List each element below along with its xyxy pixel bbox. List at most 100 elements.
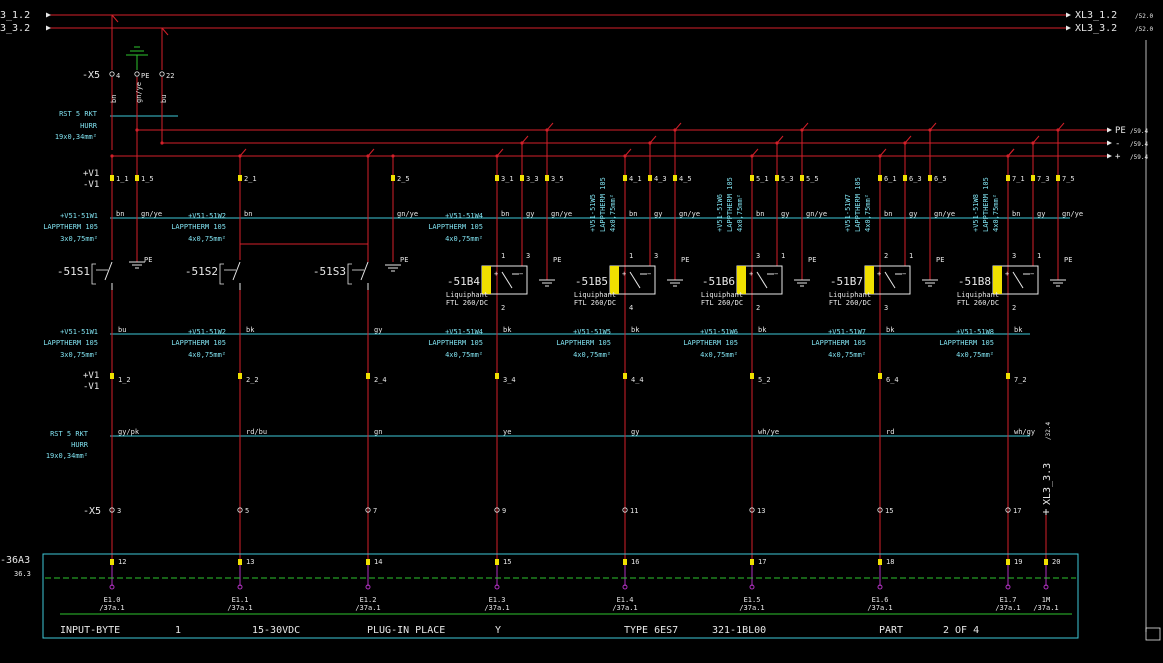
pe-label: PE (808, 256, 816, 264)
footer-input-byte-value: 1 (175, 625, 181, 636)
cable-size: 3x0,75mm² (60, 235, 98, 243)
level-sensor-icon (610, 266, 619, 294)
plc-terminal-label: 20 (1052, 558, 1060, 566)
junction-dot (1031, 141, 1035, 145)
v1-bottom-terminal (238, 373, 242, 379)
rst-core-color: gy (631, 428, 639, 436)
cable-size: 4x0,75mm² (188, 235, 226, 243)
v1-top-terminal-label: 7_5 (1062, 175, 1075, 183)
x5-wire-color: bn (110, 95, 118, 103)
core-color: gn/ye (1062, 210, 1083, 218)
plc-terminal-label: 12 (118, 558, 126, 566)
core-color: gn/ye (397, 210, 418, 218)
plc-address: E1.5 (744, 596, 761, 604)
junction-dot (495, 154, 499, 158)
v1-top-terminal (903, 175, 907, 181)
sensor-contact (501, 271, 513, 289)
level-sensor-icon (482, 266, 491, 294)
v1-top-terminal-label: 7_3 (1037, 175, 1050, 183)
supply-label: + (1115, 152, 1121, 162)
device-pin: 2 (1012, 304, 1016, 312)
rst-cable-sub: HURR (71, 441, 89, 449)
v1-bottom-terminal-label: 3_4 (503, 376, 516, 384)
plc-pin-icon (622, 584, 628, 590)
v1-bottom-terminal (878, 373, 882, 379)
xl-vertical-label: XL3_3.3 (1042, 463, 1053, 505)
v1-top-terminal-label: 5_3 (781, 175, 794, 183)
v1-bottom-terminal (366, 373, 370, 379)
pe-label: PE (936, 256, 944, 264)
xl-vertical-ref: /32.4 (1045, 422, 1052, 440)
device-pin: 4 (629, 304, 633, 312)
plc-terminal-label: 19 (1014, 558, 1022, 566)
cable-type: LAPPTHERM 105 (43, 339, 98, 347)
junction-dot (673, 128, 677, 132)
v1-top-terminal-label: 4_1 (629, 175, 642, 183)
cable-type: LAPPTHERM 105 (854, 177, 862, 232)
rst-core-color: wh/ye (758, 428, 779, 436)
v1-top-terminal-label: 1_1 (116, 175, 129, 183)
plc-address: E1.1 (232, 596, 249, 604)
v1-bottom-terminal (110, 373, 114, 379)
plc-address-ref: /37a.1 (995, 604, 1020, 612)
x5-terminal (159, 71, 165, 77)
supply-label: PE (1115, 126, 1126, 136)
plc-terminal-label: 18 (886, 558, 894, 566)
core-color: gn/ye (806, 210, 827, 218)
v1-bottom-terminal-label: 7_2 (1014, 376, 1027, 384)
v1-top-terminal (878, 175, 882, 181)
device-pin: 2 (501, 304, 505, 312)
rst-core-color: rd/bu (246, 428, 267, 436)
junction-dot (520, 141, 524, 145)
supply-ref: /59.4 (1130, 154, 1148, 161)
device-tag: -51S1 (57, 265, 90, 278)
sensor-type-label: FTL 260/DC (957, 299, 999, 307)
switch-contact-icon (360, 261, 369, 281)
plc-pin-icon (365, 584, 371, 590)
x5-bottom-terminal-label: 5 (245, 507, 249, 515)
sensor-type-label: FTL 260/DC (829, 299, 871, 307)
core-color: bn (116, 210, 124, 218)
device-pin: 1 (1037, 252, 1041, 260)
cable-type: LAPPTHERM 105 (982, 177, 990, 232)
rst-cable-size: 19x0,34mm² (46, 452, 88, 460)
cable-name: +V51-51W2 (188, 212, 226, 220)
core-color: gn/ye (934, 210, 955, 218)
cable-type: LAPPTHERM 105 (428, 223, 483, 231)
v1-tag-plus: +V1 (83, 169, 99, 179)
footer-place-label: PLUG-IN PLACE (367, 625, 445, 636)
plc-pin-icon (877, 584, 883, 590)
footer-part-label: PART (879, 625, 903, 636)
cable-layer (110, 115, 1070, 437)
x5-bottom-terminal (365, 507, 371, 513)
cable-type: LAPPTHERM 105 (171, 339, 226, 347)
plc-terminal-label: 16 (631, 558, 639, 566)
sensor-plus: + (877, 270, 881, 278)
cable-name: +V51-51W1 (60, 212, 98, 220)
plc-address: E1.3 (489, 596, 506, 604)
footer-voltage: 15-30VDC (252, 625, 300, 636)
cable-name: +V51-51W7 (844, 194, 852, 232)
v1-tag-plus: +V1 (83, 371, 99, 381)
sensor-contact (629, 271, 641, 289)
v1-top-terminal-label: 2_5 (397, 175, 410, 183)
plc-address-ref: /37a.1 (355, 604, 380, 612)
core-color: bk (503, 326, 512, 334)
core-color: gy (526, 210, 534, 218)
x5-bottom-terminal-label: 11 (630, 507, 638, 515)
x5-wire-color: gn/ye (135, 82, 143, 103)
cable-size: 4x0,75mm² (736, 194, 744, 232)
rst-core-color: gn (374, 428, 382, 436)
tap-mark (111, 14, 119, 23)
device-tag: -51B7 (830, 275, 863, 288)
cable-name: +V51-51W6 (716, 194, 724, 232)
cable-type: LAPPTHERM 105 (939, 339, 994, 347)
cable-size: 4x0,75mm² (700, 351, 738, 359)
sensor-minus: − (902, 270, 906, 278)
sensor-minus: − (519, 270, 523, 278)
footer-type-value: 321-1BL00 (712, 625, 766, 636)
cable-size: 4x0,75mm² (573, 351, 611, 359)
v1-top-terminal-label: 3_3 (526, 175, 539, 183)
rst-cable-size: 19x0,34mm² (55, 133, 97, 141)
